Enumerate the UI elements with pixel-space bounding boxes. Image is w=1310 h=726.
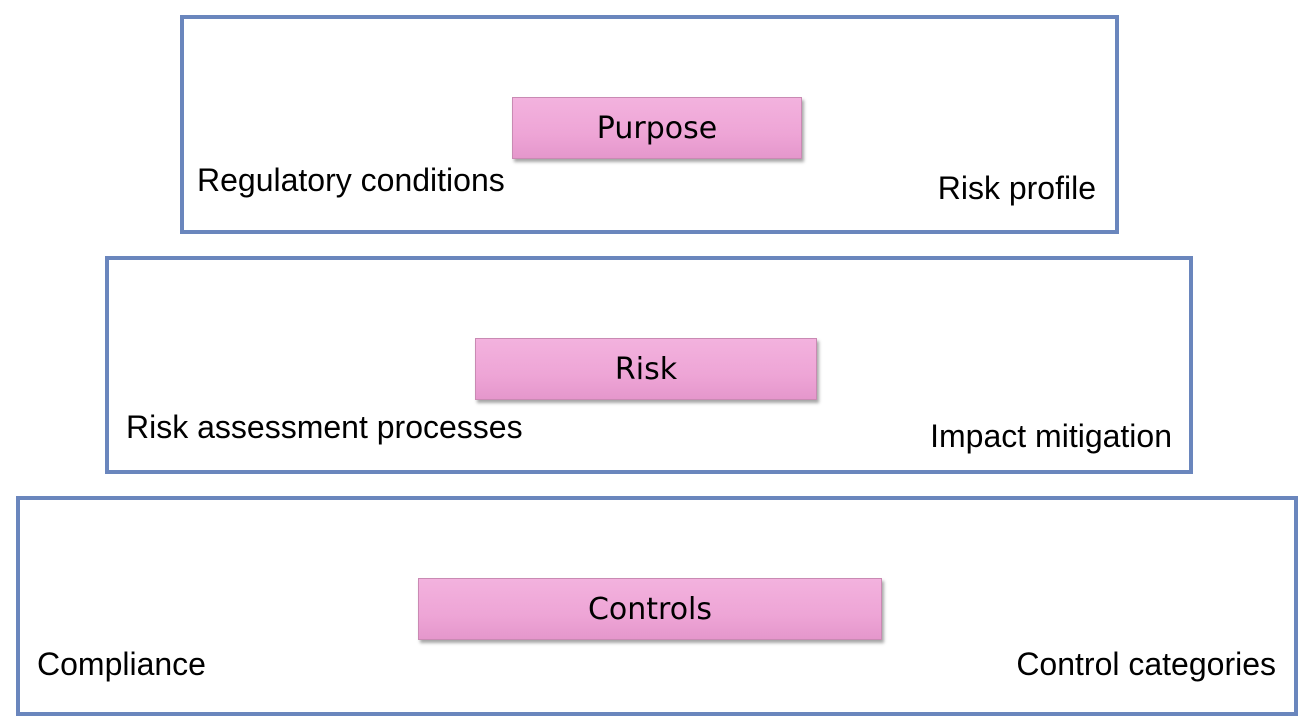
tier-purpose-left-text: Regulatory conditions: [197, 162, 505, 198]
tier-risk-title: Risk: [475, 338, 817, 400]
tier-purpose-frame: Purpose Regulatory conditions Risk profi…: [180, 15, 1119, 234]
tier-controls-left-text: Compliance: [37, 646, 206, 682]
tier-risk-frame: Risk Risk assessment processes Impact mi…: [105, 256, 1193, 474]
tier-risk-right-text: Impact mitigation: [930, 418, 1172, 454]
tier-purpose-title: Purpose: [512, 97, 802, 159]
tier-purpose-right-text: Risk profile: [937, 170, 1096, 206]
tier-risk-left-text: Risk assessment processes: [126, 409, 523, 445]
tier-controls-right-text: Control categories: [1016, 646, 1276, 682]
tier-controls-title: Controls: [418, 578, 882, 640]
tier-controls-frame: Controls Compliance Control categories: [16, 496, 1298, 716]
